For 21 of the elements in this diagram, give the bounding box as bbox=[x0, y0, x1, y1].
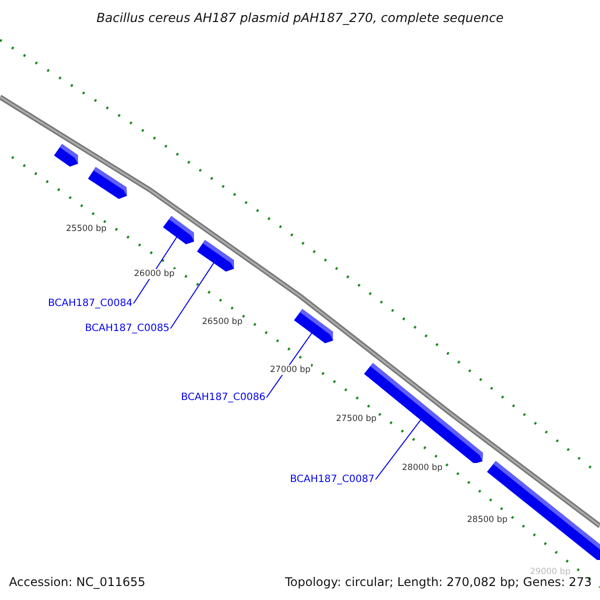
gene-block bbox=[88, 167, 127, 200]
gene-label: BCAH187_C0085 bbox=[85, 323, 170, 334]
leader-line bbox=[266, 332, 312, 398]
gene-block bbox=[196, 240, 234, 272]
gene-block bbox=[162, 216, 194, 245]
leader-line bbox=[133, 236, 178, 304]
gene-block bbox=[294, 309, 334, 344]
position-label: 26000 bp bbox=[134, 269, 175, 279]
gene-label: BCAH187_C0086 bbox=[181, 392, 266, 403]
gene-block bbox=[364, 362, 483, 464]
gene-block bbox=[54, 144, 78, 167]
leader-line bbox=[375, 418, 422, 480]
accession-text: Accession: NC_011655 bbox=[9, 575, 146, 589]
position-label: 28500 bp bbox=[467, 515, 508, 525]
position-label: 26500 bp bbox=[202, 317, 243, 327]
gene-label: BCAH187_C0084 bbox=[48, 298, 133, 309]
position-label: 27500 bp bbox=[336, 414, 377, 424]
summary-text: Topology: circular; Length: 270,082 bp; Genes: 273 bbox=[285, 575, 592, 589]
leader-line bbox=[170, 262, 215, 329]
title: Bacillus cereus AH187 plasmid pAH187_270, complete sequence bbox=[95, 10, 505, 25]
gene-label: BCAH187_C0087 bbox=[290, 474, 375, 485]
